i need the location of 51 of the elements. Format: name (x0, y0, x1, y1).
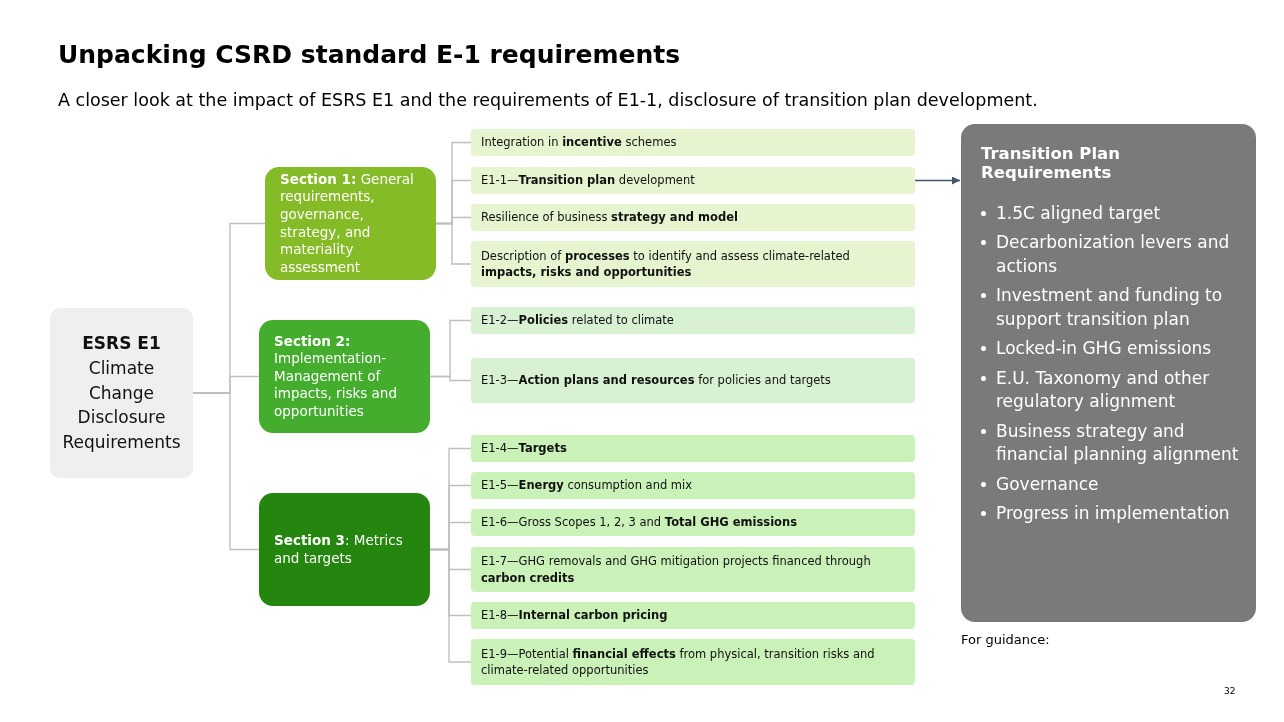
note-text: For guidance: (961, 632, 1051, 647)
requirement-box (471, 204, 915, 231)
bullet-text: Governance (996, 472, 1099, 496)
bullet-text: Progress in implementation (996, 502, 1230, 525)
requirement-text: Description of processes to identify and assess climate-related impacts, risks and opportunities (481, 247, 851, 281)
requirement-box (471, 307, 915, 334)
section-box (265, 167, 436, 280)
requirement-text: E1-2—Policies related to climate (481, 312, 675, 329)
page-number: 32 (1224, 686, 1237, 696)
connector-line (435, 222, 472, 265)
requirement-box (471, 435, 915, 462)
requirement-text: E1-8—Internal carbon pricing (481, 607, 669, 624)
requirement-text: E1-7—GHG removals and GHG mitigation projects financed through carbon credits (481, 553, 872, 586)
topic-text: ESRS E1 Climate Change Disclosure Requirements (61, 332, 182, 454)
requirements-panel (961, 124, 1256, 622)
section-text: Section 3: Metrics and targets (274, 531, 404, 568)
section-text: Section 2: Implementation-Management of impacts, risks and opportunities (274, 332, 398, 421)
requirement-text: E1-9—Potential financial effects from physical, transition risks and climate-related opportunities (481, 645, 876, 679)
connector-line (429, 375, 472, 382)
requirement-text: E1-5—Energy consumption and mix (481, 477, 694, 494)
requirement-text: Integration in incentive schemes (481, 134, 678, 151)
requirement-text: E1-3—Action plans and resources for policies and targets (481, 372, 832, 389)
bullet-text: Decarbonization levers and actions (996, 231, 1231, 278)
requirement-text: E1-1—Transition plan development (481, 172, 696, 189)
section-box (259, 493, 430, 606)
requirement-text: E1-4—Targets (481, 440, 568, 457)
bullet-text: E.U. Taxonomy and other regulatory alignment (996, 366, 1211, 414)
bullet-text: 1.5C aligned target (996, 202, 1161, 225)
requirement-box (471, 509, 915, 536)
subtitle: A closer look at the impact of ESRS E1 and the requirements of E1-1, disclosure of transition plan development. (58, 90, 1039, 110)
requirement-box (471, 602, 915, 629)
requirement-box (471, 167, 915, 194)
bullet-text: Investment and funding to support transition plan (996, 284, 1224, 331)
connector-line (192, 392, 260, 551)
requirement-box (471, 358, 915, 403)
requirement-box (471, 241, 915, 287)
requirement-text: Resilience of business strategy and model (481, 209, 739, 226)
section-text: Section 1: General requirements, governance, strategy, and materiality assessment (280, 170, 415, 277)
topic-box (50, 308, 193, 478)
connector-line (429, 548, 472, 663)
requirement-box (471, 639, 915, 685)
requirement-box (471, 129, 915, 156)
arrow (914, 176, 961, 185)
requirement-box (471, 547, 915, 592)
panel-heading: Transition Plan Requirements (981, 144, 1121, 182)
slide-title: Unpacking CSRD standard E-1 requirements (58, 40, 680, 69)
section-box (259, 320, 430, 433)
bullet-text: Business strategy and financial planning alignment (996, 419, 1240, 467)
requirement-box (471, 472, 915, 499)
requirement-text: E1-6—Gross Scopes 1, 2, 3 and Total GHG emissions (481, 514, 799, 531)
bullet-text: Locked-in GHG emissions (996, 337, 1212, 361)
